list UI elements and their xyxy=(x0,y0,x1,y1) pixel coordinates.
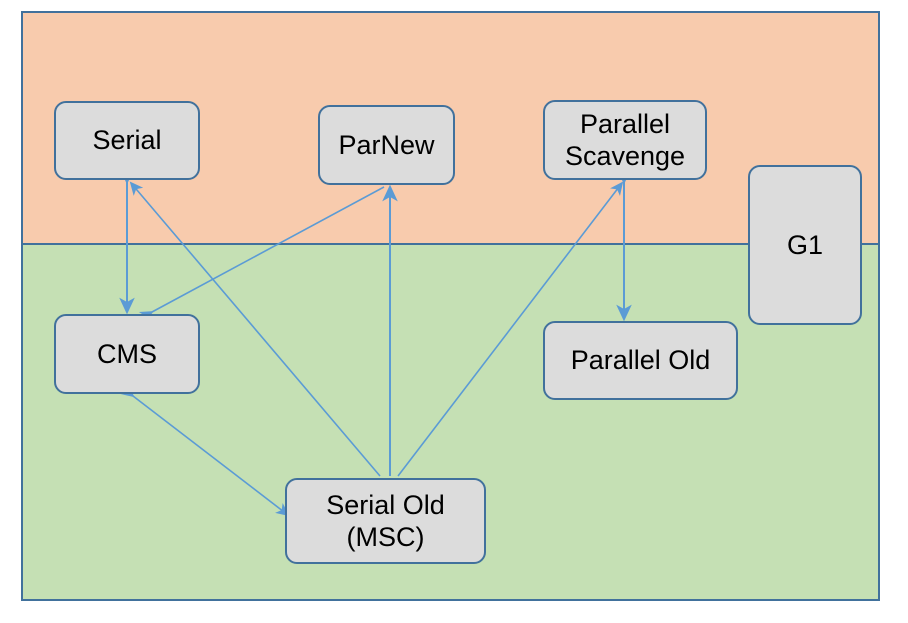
node-serial[interactable]: Serial xyxy=(54,101,200,180)
node-serial-old-msc[interactable]: Serial Old (MSC) xyxy=(285,478,486,564)
node-g1[interactable]: G1 xyxy=(748,165,862,325)
edge-cms-serialold xyxy=(120,384,290,517)
edge-serialold-serial xyxy=(129,181,381,477)
node-parallel-scavenge[interactable]: Parallel Scavenge xyxy=(543,100,707,180)
node-parnew[interactable]: ParNew xyxy=(318,105,455,185)
edge-cms-parnew xyxy=(138,186,385,323)
node-cms[interactable]: CMS xyxy=(54,314,200,394)
node-parallel-old[interactable]: Parallel Old xyxy=(543,321,738,400)
edge-serialold-parallel-scavenge xyxy=(397,181,624,477)
